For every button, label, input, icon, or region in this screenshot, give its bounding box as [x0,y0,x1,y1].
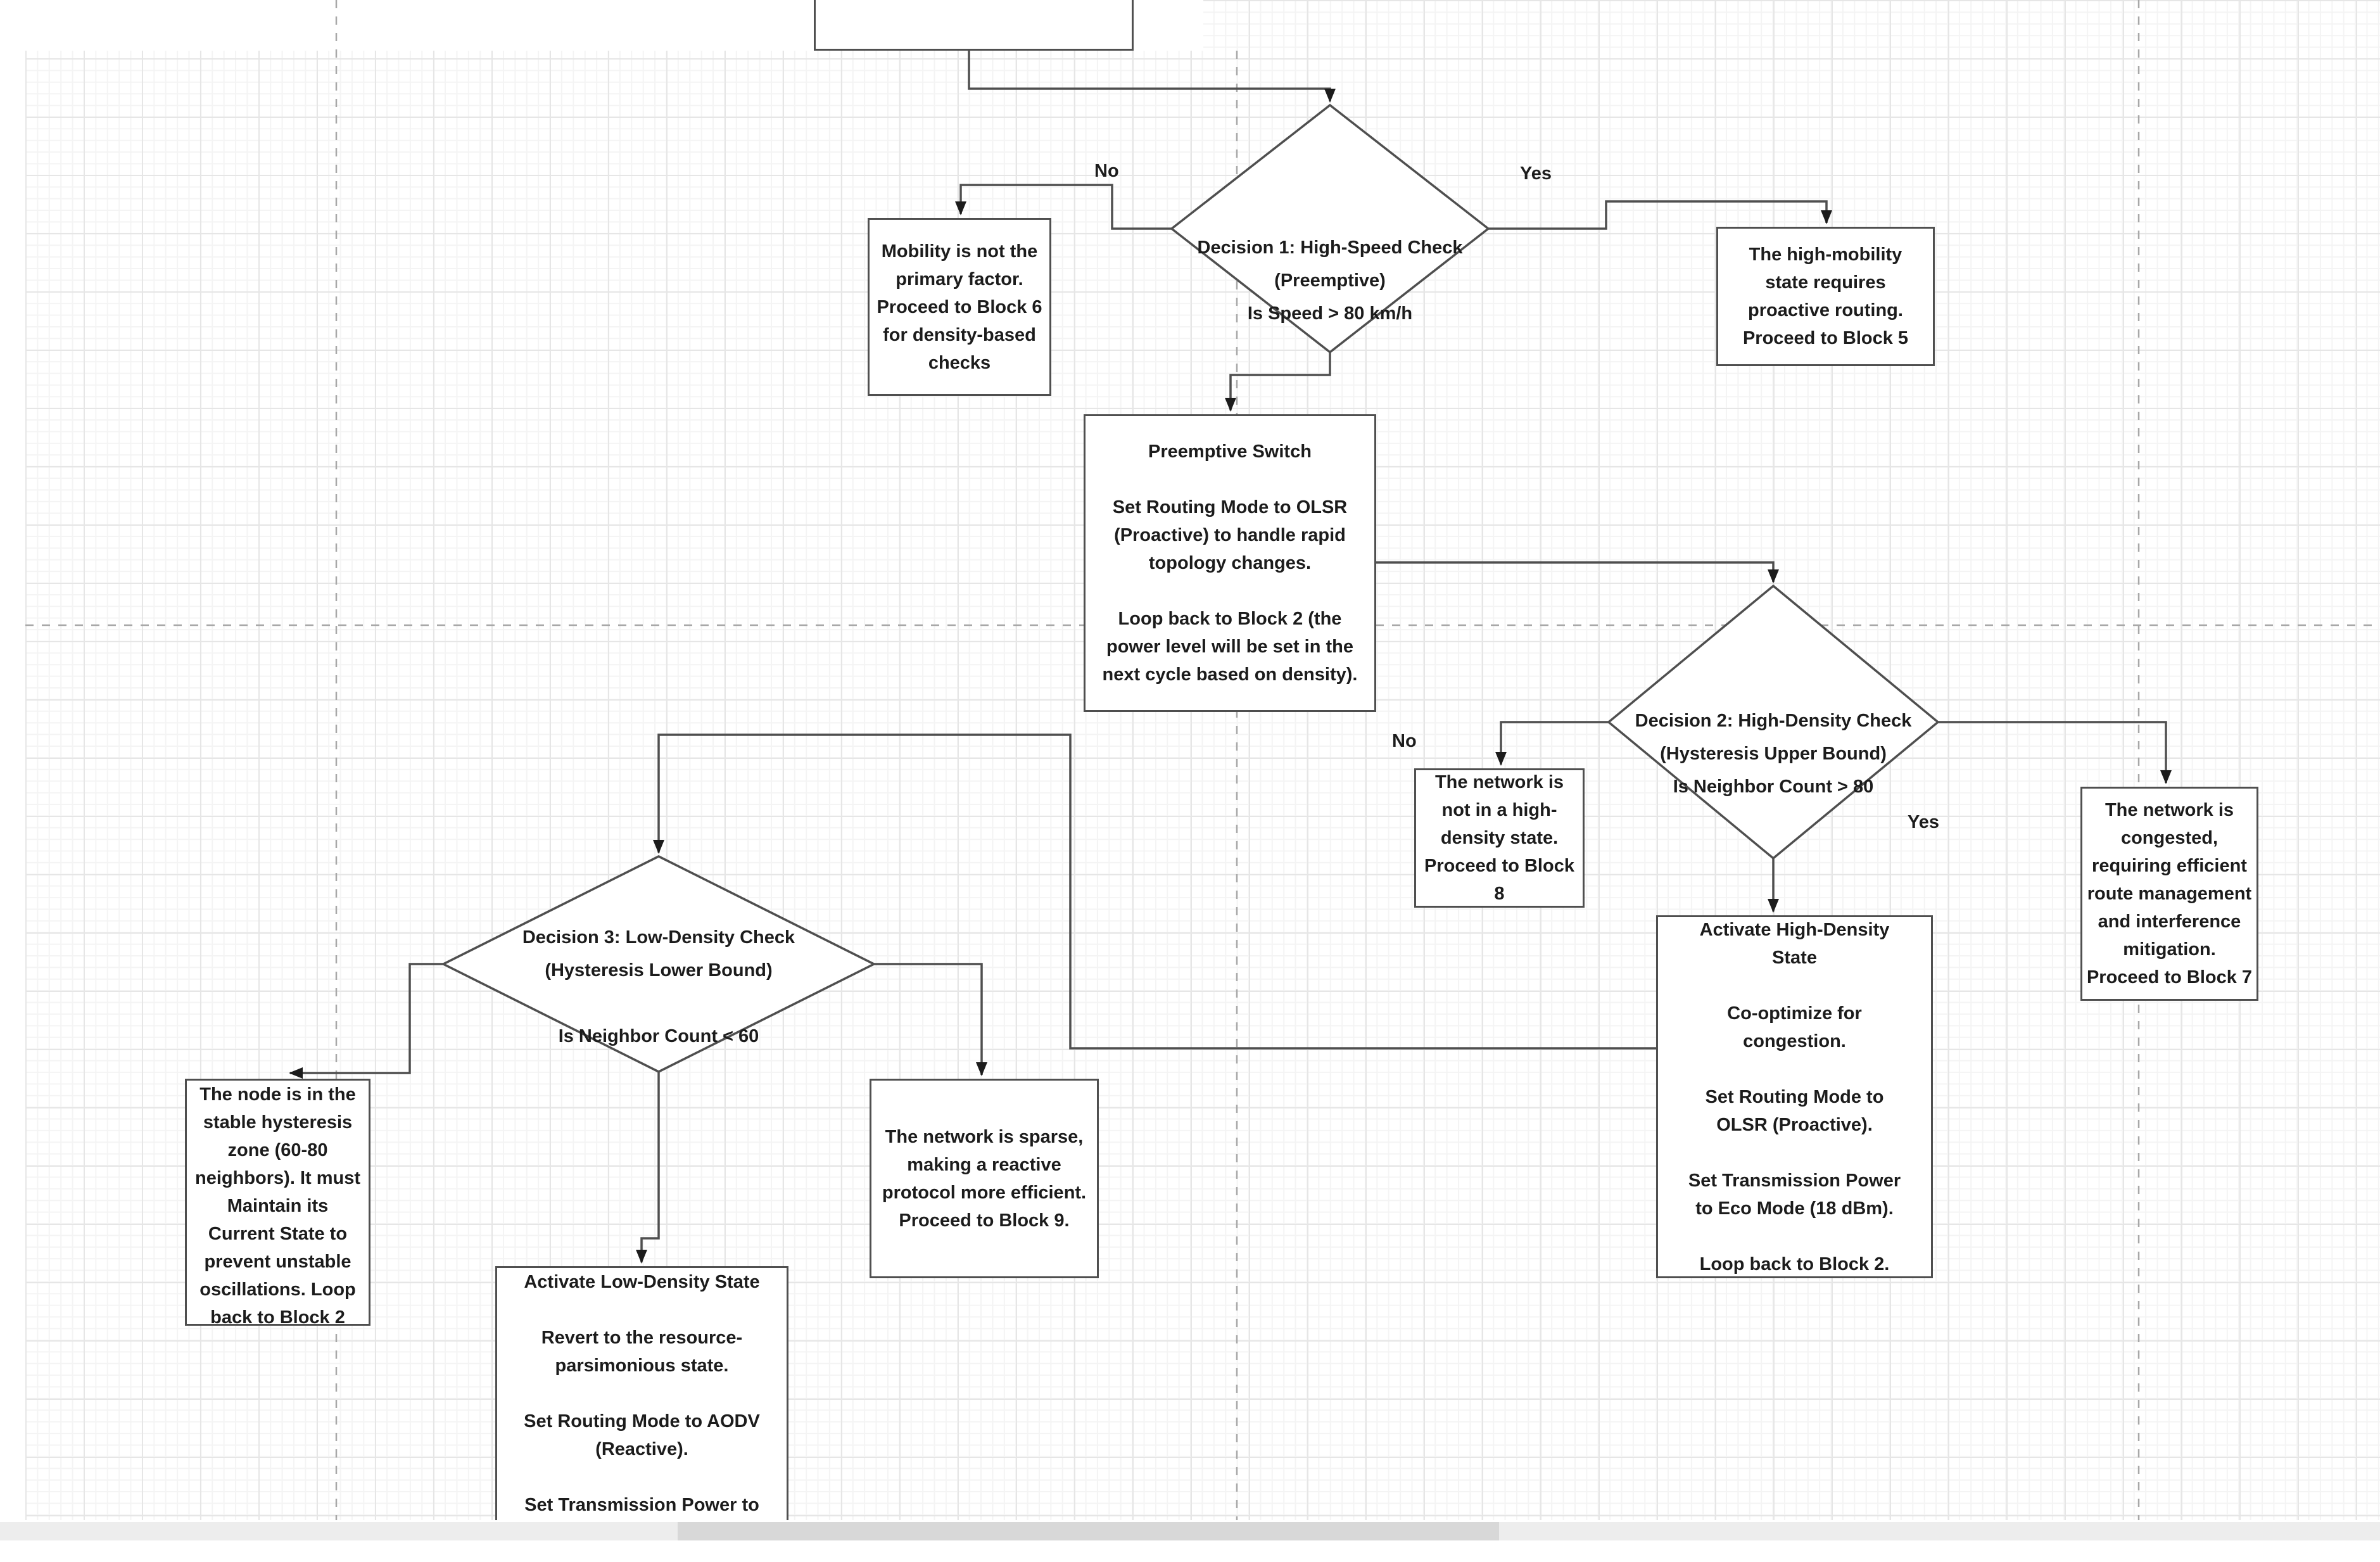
congested-note-box[interactable]: The network is congested, requiring effi… [2080,787,2258,1001]
sparse-note-text: The network is sparse, making a reactive… [882,1126,1087,1231]
stable-zone-note-box[interactable]: The node is in the stable hysteresis zon… [185,1079,370,1326]
activate-high-density-box[interactable]: Activate High-Density State Co-optimize … [1656,915,1933,1278]
edge-block2-to-decision1[interactable] [968,51,1336,103]
decision1-no-label[interactable]: No [1094,161,1119,181]
activate-low-density-text: Activate Low-Density State Revert to the… [524,1272,760,1515]
activate-low-density-box[interactable]: Activate Low-Density State Revert to the… [495,1266,788,1520]
decision2-no-label[interactable]: No [1392,731,1417,751]
edge-decision3-to-sparse[interactable] [874,963,987,1076]
horizontal-scrollbar-track[interactable] [0,1522,2380,1540]
decision1-diamond[interactable] [1170,103,1490,354]
edge-decision1-to-preemptive[interactable] [1225,352,1331,412]
congested-note-text: The network is congested, requiring effi… [2086,800,2253,987]
edge-loop-to-decision3[interactable] [653,733,1656,1050]
page-boundary-lines [25,0,2380,1520]
edge-decision3-to-activate-ld[interactable] [636,1072,660,1264]
edge-decision1-no[interactable] [955,184,1172,230]
decision2-diamond[interactable] [1607,584,1940,860]
high-mobility-note-box[interactable]: The high-mobility state requires proacti… [1716,227,1935,366]
horizontal-scrollbar-thumb[interactable] [678,1522,1499,1540]
edge-decision2-no[interactable] [1495,721,1609,766]
edge-decision3-to-stable[interactable] [289,963,443,1079]
high-mobility-note-text: The high-mobility state requires proacti… [1742,244,1909,348]
edge-decision1-yes[interactable] [1488,200,1832,230]
decision1-yes-label[interactable]: Yes [1520,163,1552,184]
preemptive-switch-text: Preemptive Switch Set Routing Mode to OL… [1102,441,1358,685]
block2-partial-box[interactable] [814,0,1134,51]
edge-preemptive-to-decision2[interactable] [1376,561,1779,583]
sparse-note-box[interactable]: The network is sparse, making a reactive… [870,1079,1099,1278]
not-high-density-note-box[interactable]: The network is not in a high- density st… [1414,768,1585,908]
stable-zone-note-text: The node is in the stable hysteresis zon… [195,1084,360,1326]
edge-decision2-yes[interactable] [1938,721,2172,784]
mobility-note-box[interactable]: Mobility is not the primary factor. Proc… [868,218,1051,396]
decision3-diamond[interactable] [441,855,877,1073]
mobility-note-text: Mobility is not the primary factor. Proc… [877,241,1042,373]
decision2-yes-label[interactable]: Yes [1908,812,1939,832]
preemptive-switch-box[interactable]: Preemptive Switch Set Routing Mode to OL… [1084,414,1376,712]
not-high-density-note-text: The network is not in a high- density st… [1424,772,1574,904]
activate-high-density-text: Activate High-Density State Co-optimize … [1688,919,1901,1274]
